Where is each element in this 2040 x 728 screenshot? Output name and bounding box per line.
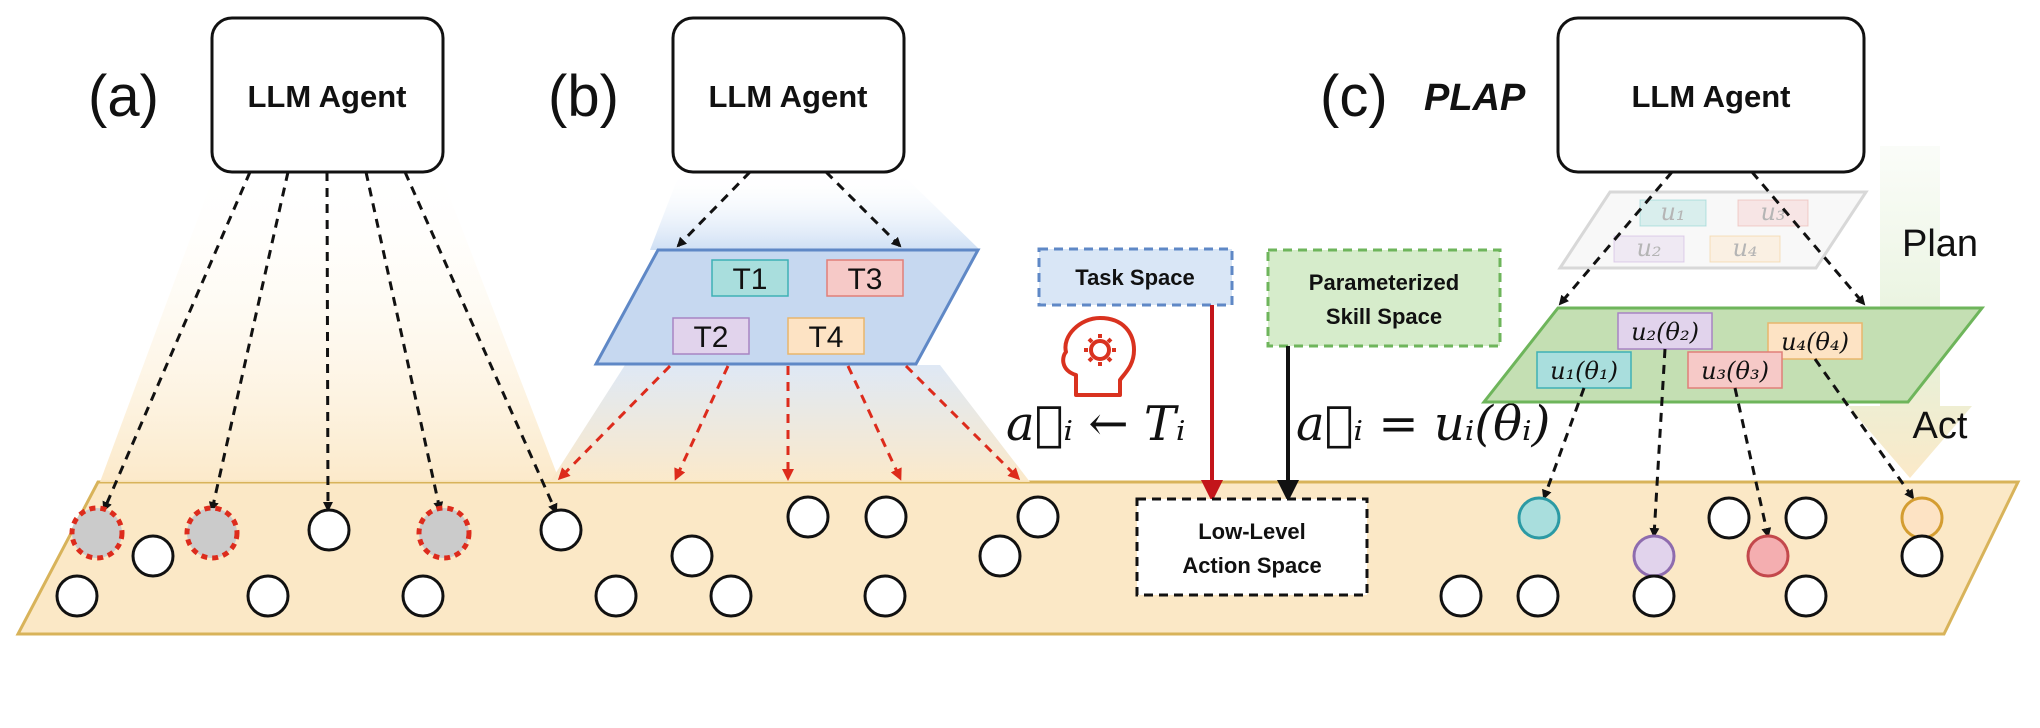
action-node-selected <box>416 505 472 561</box>
plan-label: Plan <box>1902 223 1978 265</box>
task-label-t2: T2 <box>693 321 728 354</box>
panel-a-label: (a) <box>88 64 159 129</box>
param-skill-u2 <box>1617 312 1713 350</box>
action-node <box>55 574 99 618</box>
action-node <box>539 508 583 552</box>
param-skill-u3 <box>1687 351 1783 389</box>
action-node <box>1784 496 1828 540</box>
action-node <box>864 495 908 539</box>
task-box-t3 <box>826 259 904 297</box>
faded-skill-u1-label: u₁ <box>1660 198 1685 226</box>
action-node <box>1439 574 1483 618</box>
action-node <box>1516 574 1560 618</box>
action-node <box>786 495 830 539</box>
panel-b-task-arrows <box>557 364 1021 481</box>
action-node-u4 <box>1900 496 1944 540</box>
panel-c-agent-arrows <box>1558 171 1866 306</box>
task-label-t4: T4 <box>808 321 843 354</box>
param-skill-u3-label: u₃(θ₃) <box>1701 357 1769 385</box>
panel-c: Plan Act (c) PLAP LLM Agent u₁ u₃ u₂ u₄ … <box>1320 16 1986 538</box>
action-space-group: Low-Level Action Space <box>1135 497 1369 597</box>
panel-a: (a) LLM Agent <box>88 16 560 514</box>
action-space-label-line1: Low-Level <box>1198 519 1306 544</box>
action-node <box>307 508 351 552</box>
skill-formula: a⃗ᵢ = uᵢ(θᵢ) <box>1296 396 1550 452</box>
action-node <box>709 574 753 618</box>
panel-a-arrows <box>102 171 558 514</box>
faded-skill-plane <box>1557 190 1869 270</box>
faded-skill-u4 <box>1709 235 1781 263</box>
faded-skill-u3-label: u₃ <box>1760 198 1785 226</box>
panel-b-agent-arrows <box>676 170 902 248</box>
action-node-u3 <box>1746 534 1790 578</box>
agent-head-icon <box>1061 316 1136 397</box>
task-label-t3: T3 <box>847 263 882 296</box>
task-space-group: Task Space <box>1037 247 1234 502</box>
action-node <box>1900 534 1944 578</box>
panel-b-agent-label: LLM Agent <box>709 79 868 114</box>
act-label: Act <box>1913 405 1968 447</box>
panel-b-label: (b) <box>548 64 619 129</box>
action-space-box <box>1135 497 1369 597</box>
faded-skill-u4-label: u₄ <box>1732 234 1757 262</box>
faded-skill-u2-label: u₂ <box>1636 234 1661 262</box>
action-node <box>1016 495 1060 539</box>
task-box-t4 <box>787 317 865 355</box>
faded-skill-u2 <box>1613 235 1685 263</box>
skill-space-group: Parameterized Skill Space <box>1266 248 1502 502</box>
panel-a-fan <box>100 172 560 482</box>
skill-space-label-line2: Skill Space <box>1326 304 1442 329</box>
action-node <box>1707 496 1751 540</box>
action-node <box>1784 574 1828 618</box>
panel-a-agent-label: LLM Agent <box>248 79 407 114</box>
skill-space-box <box>1266 248 1502 348</box>
task-space-label: Task Space <box>1075 265 1194 290</box>
action-node <box>401 574 445 618</box>
action-node-u1 <box>1517 496 1561 540</box>
action-node <box>131 534 175 578</box>
action-node-selected <box>184 505 240 561</box>
action-space-label-line2: Action Space <box>1182 553 1321 578</box>
action-node <box>246 574 290 618</box>
action-node <box>863 574 907 618</box>
action-node-selected <box>69 505 125 561</box>
task-box-t1 <box>711 259 789 297</box>
panel-b-fan-bottom <box>550 365 1030 482</box>
param-skill-u1 <box>1536 351 1632 389</box>
panel-b-agent-box <box>671 16 906 174</box>
panel-c-skill-arrows <box>1542 348 1915 538</box>
panel-c-agent-label: LLM Agent <box>1632 79 1791 114</box>
action-node <box>978 534 1022 578</box>
faded-skill-u1 <box>1639 199 1707 227</box>
param-skill-u1-label: u₁(θ₁) <box>1550 357 1618 385</box>
action-node-u2 <box>1632 534 1676 578</box>
action-node <box>1632 574 1676 618</box>
param-skill-u4 <box>1767 322 1863 360</box>
action-node <box>594 574 638 618</box>
panel-b: (b) LLM Agent T1 T3 T2 T4 <box>548 16 1030 482</box>
action-node <box>670 534 714 578</box>
method-name: PLAP <box>1424 77 1526 119</box>
param-skill-u4-label: u₄(θ₄) <box>1781 328 1849 356</box>
task-box-t2 <box>672 317 750 355</box>
task-space-box <box>1037 247 1234 307</box>
panel-b-fan-top <box>650 172 980 250</box>
param-skill-u2-label: u₂(θ₂) <box>1631 318 1699 346</box>
task-label-t1: T1 <box>732 263 767 296</box>
action-nodes <box>55 495 1944 618</box>
skill-space-label-line1: Parameterized <box>1309 270 1459 295</box>
task-formula: a⃗ᵢ ← Tᵢ <box>1006 396 1185 452</box>
panel-c-agent-box <box>1556 16 1866 174</box>
faded-skill-u3 <box>1737 199 1809 227</box>
panel-c-label: (c) <box>1320 64 1388 129</box>
